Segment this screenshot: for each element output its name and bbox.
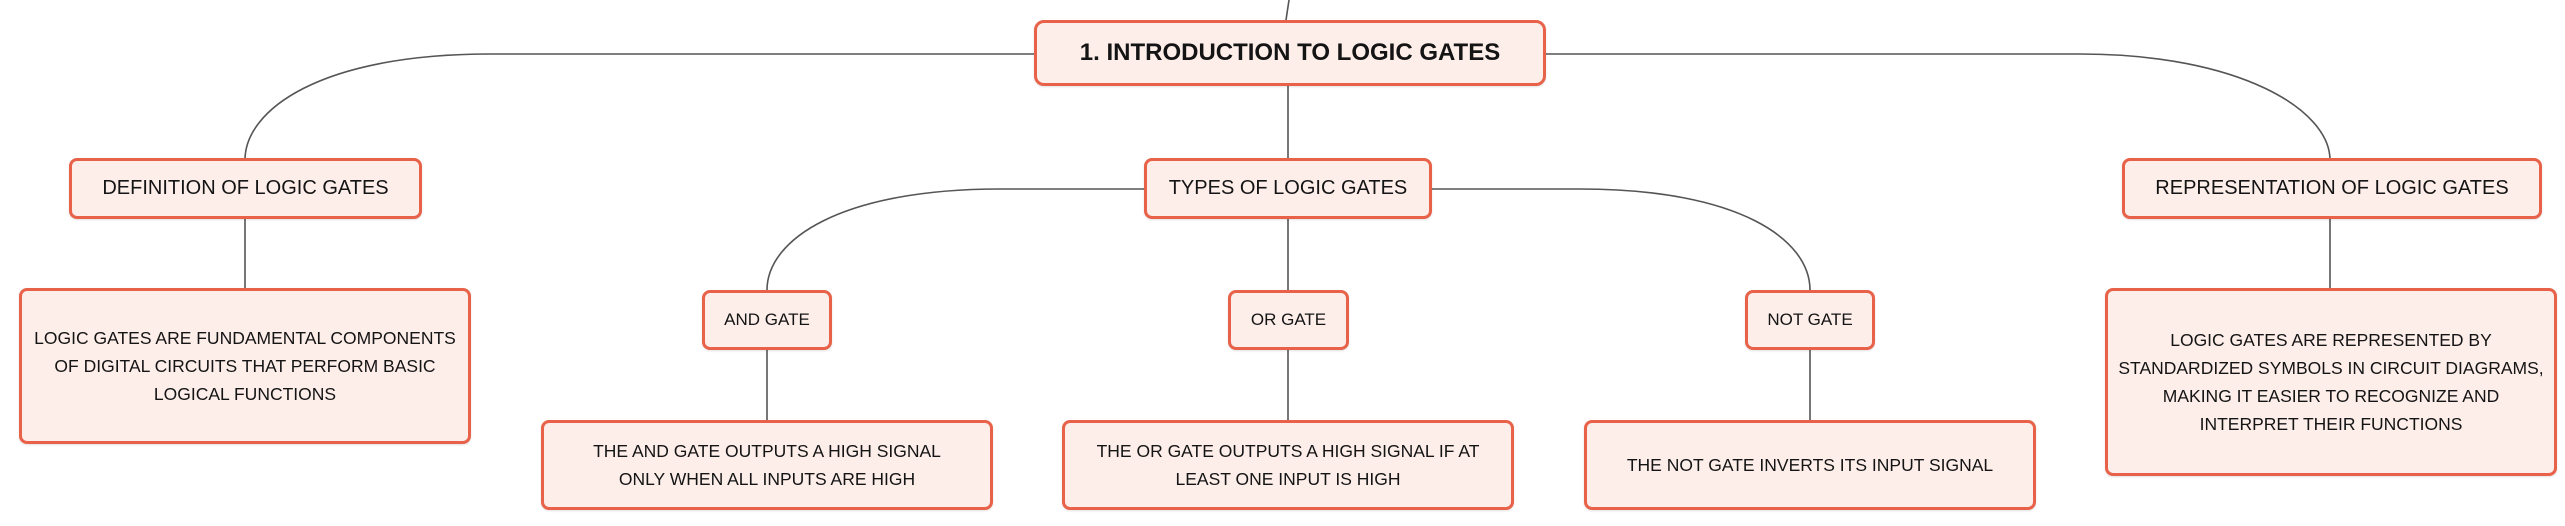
or-gate-description-text: THE OR GATE OUTPUTS A HIGH SIGNAL IF AT … (1096, 441, 1480, 489)
connector-types-and (766, 188, 1144, 291)
and-gate-description-text: THE AND GATE OUTPUTS A HIGH SIGNAL ONLY … (593, 441, 941, 489)
representation-node[interactable]: REPRESENTATION OF LOGIC GATES (2122, 158, 2542, 219)
and-gate-node[interactable]: AND GATE (702, 290, 832, 350)
connector-root-definition (244, 53, 1034, 161)
types-node-label: TYPES OF LOGIC GATES (1168, 177, 1408, 199)
or-gate-node[interactable]: OR GATE (1228, 290, 1349, 350)
representation-description[interactable]: LOGIC GATES ARE REPRESENTED BY STANDARDI… (2105, 288, 2557, 476)
definition-description[interactable]: LOGIC GATES ARE FUNDAMENTAL COMPONENTS O… (19, 288, 471, 444)
definition-node[interactable]: DEFINITION OF LOGIC GATES (69, 158, 422, 219)
definition-node-label: DEFINITION OF LOGIC GATES (102, 177, 389, 199)
or-gate-label: OR GATE (1250, 310, 1327, 329)
definition-description-text: LOGIC GATES ARE FUNDAMENTAL COMPONENTS O… (34, 328, 456, 404)
not-gate-node[interactable]: NOT GATE (1745, 290, 1875, 350)
types-node[interactable]: TYPES OF LOGIC GATES (1144, 158, 1432, 219)
connector-root-parent (1285, 0, 1290, 21)
not-gate-description-text: THE NOT GATE INVERTS ITS INPUT SIGNAL (1626, 455, 1994, 475)
or-gate-description[interactable]: THE OR GATE OUTPUTS A HIGH SIGNAL IF AT … (1062, 420, 1514, 510)
and-gate-description[interactable]: THE AND GATE OUTPUTS A HIGH SIGNAL ONLY … (541, 420, 993, 510)
representation-description-text: LOGIC GATES ARE REPRESENTED BY STANDARDI… (2118, 330, 2544, 434)
root-node-label: 1. INTRODUCTION TO LOGIC GATES (1079, 39, 1501, 66)
root-node[interactable]: 1. INTRODUCTION TO LOGIC GATES (1034, 20, 1546, 86)
connector-types-not (1432, 188, 1811, 291)
not-gate-description[interactable]: THE NOT GATE INVERTS ITS INPUT SIGNAL (1584, 420, 2036, 510)
representation-node-label: REPRESENTATION OF LOGIC GATES (2155, 177, 2509, 199)
connector-root-representation (1542, 53, 2331, 161)
and-gate-label: AND GATE (724, 310, 810, 329)
not-gate-label: NOT GATE (1767, 310, 1853, 329)
